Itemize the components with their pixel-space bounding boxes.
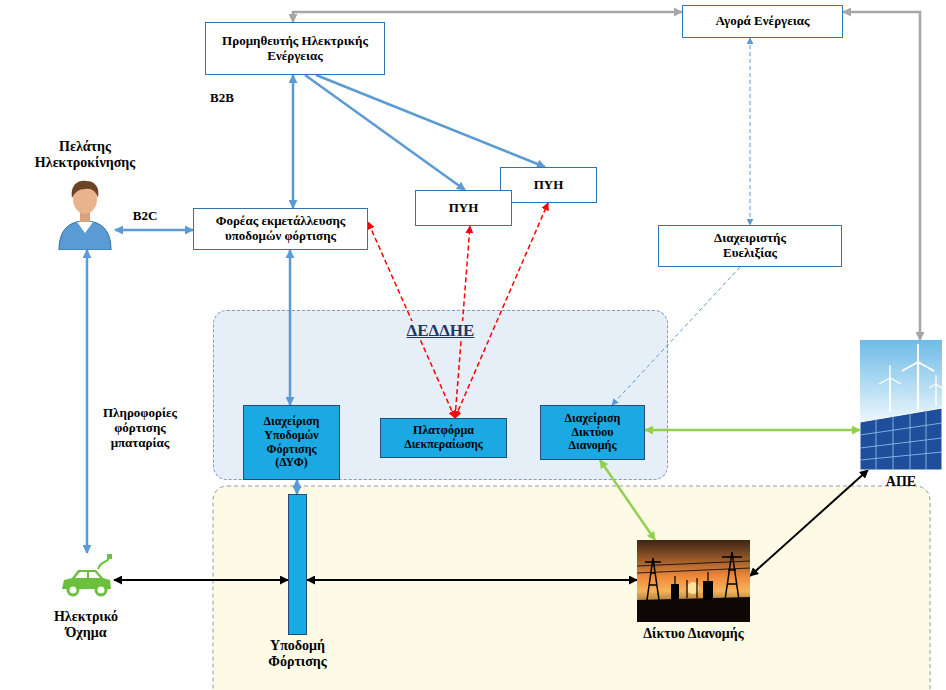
supplier-box: Προμηθευτής Ηλεκτρικής Ενέργειας (205, 22, 385, 75)
market-box: Αγορά Ενέργειας (682, 5, 843, 38)
process-box: Διαχείριση Υποδομών Φόρτισης (ΔΥΦ) (243, 405, 340, 480)
process-box: Πλατφόρμα Διεκπεραίωσης (380, 418, 507, 458)
connector (600, 460, 655, 540)
grid-picture: Δίκτυο Διανομής (637, 540, 750, 622)
connector (750, 38, 751, 225)
connector (115, 229, 193, 232)
node-caption: Υποδομή Φόρτισης (256, 638, 340, 670)
renewables-picture-art (860, 340, 942, 470)
connector (296, 480, 299, 494)
vehicle-icon-shape (62, 554, 112, 595)
edge-label: B2B (208, 91, 236, 106)
operator-region: ΔΕΔΔΗΕ Διαχείριση Υποδομών Φόρτισης (ΔΥΦ)… (213, 310, 668, 480)
connector (368, 222, 455, 418)
connector (305, 75, 465, 190)
connector (292, 75, 295, 208)
region-heading: ΔΕΔΔΗΕ (402, 321, 480, 340)
edge-label: B2C (131, 209, 160, 224)
connector (307, 579, 637, 581)
grid-picture-shape (637, 540, 750, 622)
region-heading-row: ΔΕΔΔΗΕ (214, 321, 667, 341)
box-label: ΠΥΗ (449, 201, 479, 216)
grid-picture-art (637, 540, 750, 622)
edge-label: Πληροφορίες φόρτισης μπαταρίας (92, 406, 188, 451)
box-label: Φορέας εκμετάλλευσης υποδομών φόρτισης (200, 214, 361, 244)
connector (316, 75, 545, 167)
connector (114, 579, 288, 581)
connector (86, 250, 89, 553)
node-caption: Ηλεκτρικό Όχημα (43, 609, 129, 641)
box-label: Πλατφόρμα Διεκπεραίωσης (387, 424, 500, 452)
node-caption: Πελάτης Ηλεκτροκίνησης (23, 139, 147, 171)
field-zone (213, 486, 930, 690)
box-label: Διαχείριση Υποδομών Φόρτισης (ΔΥΦ) (250, 415, 333, 470)
vehicle-icon: Ηλεκτρικό Όχημα (58, 553, 114, 605)
node-caption: Δίκτυο Διανομής (624, 626, 764, 642)
box-label: Αγορά Ενέργειας (715, 14, 809, 29)
customer-icon-art (55, 175, 115, 250)
renewables-picture: ΑΠΕ (860, 340, 942, 470)
renewables-picture-shape (860, 340, 942, 470)
box-label: Προμηθευτής Ηλεκτρικής Ενέργειας (220, 34, 370, 64)
operator-box: Φορέας εκμετάλλευσης υποδομών φόρτισης (193, 208, 368, 250)
process-box: Διαχείριση Δικτύου Διανομής (540, 405, 645, 460)
connector (750, 470, 868, 576)
box-label: Διαχειριστής Ευελιξίας (690, 231, 810, 261)
connector (843, 12, 920, 340)
connector (289, 250, 292, 405)
connector (455, 226, 470, 418)
vehicle-icon-art (58, 553, 114, 605)
connector (293, 12, 682, 22)
pyh-box: ΠΥΗ (415, 190, 512, 226)
node-caption: ΑΠΕ (871, 474, 931, 490)
flexibility-box: Διαχειριστής Ευελιξίας (658, 225, 842, 267)
box-label: ΠΥΗ (534, 178, 564, 193)
connector (455, 203, 548, 418)
connector (645, 429, 860, 432)
charger-bar: Υποδομή Φόρτισης (288, 494, 307, 635)
pyh-box: ΠΥΗ (500, 167, 597, 203)
customer-icon-shape (59, 181, 111, 250)
customer-icon: Πελάτης Ηλεκτροκίνησης (55, 175, 115, 250)
box-label: Διαχείριση Δικτύου Διανομής (553, 412, 633, 453)
connector (612, 267, 740, 405)
